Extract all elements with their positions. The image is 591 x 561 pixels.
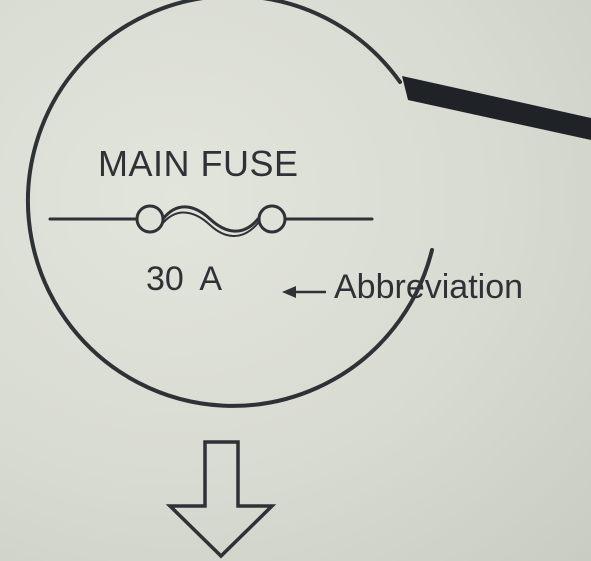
left-arrow-icon: [282, 286, 326, 298]
leader-line-icon: [402, 76, 591, 140]
magnifier-circle: [26, 0, 434, 408]
fuse-rating: 30 A: [146, 260, 223, 298]
fuse-title: MAIN FUSE: [98, 143, 299, 184]
down-arrow-icon: [165, 440, 277, 559]
abbreviation-callout: Abbreviation: [334, 268, 524, 306]
fuse-symbol-icon: [48, 204, 374, 237]
